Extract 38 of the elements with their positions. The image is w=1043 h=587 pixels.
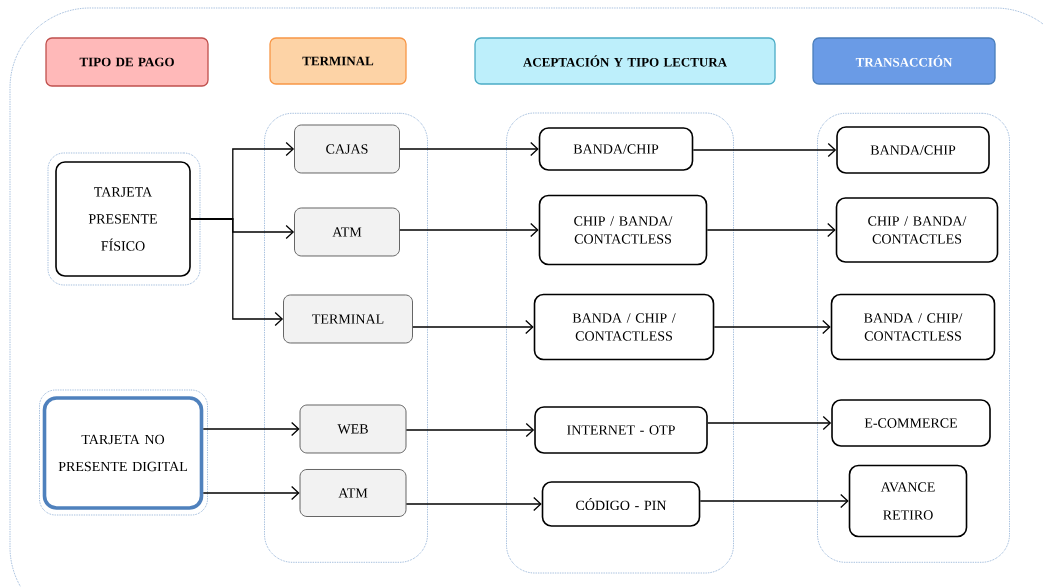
column-frame <box>506 112 734 574</box>
terminal-box: ATM <box>299 469 407 517</box>
arrow <box>399 141 539 157</box>
process-box: BANDA / CHIP/ CONTACTLESS <box>830 293 996 361</box>
arrow <box>405 422 535 438</box>
terminal-box: WEB <box>299 404 407 454</box>
column-frame <box>264 112 428 563</box>
arrow <box>707 415 832 431</box>
arrow <box>706 222 836 238</box>
arrow <box>412 319 534 335</box>
process-box: AVANCE RETIRO <box>848 464 968 538</box>
header-box: TERMINAL <box>269 37 407 85</box>
arrow <box>699 493 849 509</box>
arrow <box>692 142 837 158</box>
terminal-box: TERMINAL <box>283 294 413 344</box>
header-box: ACEPTACIÓN Y TIPO LECTURA <box>474 37 776 85</box>
header-box: TRANSACCIÓN <box>812 37 996 85</box>
process-box: BANDA/CHIP <box>836 126 990 174</box>
terminal-box: CAJAS <box>294 124 400 174</box>
arrow <box>202 485 300 501</box>
arrow <box>202 421 300 437</box>
process-box: TARJETA PRESENTE FÍSICO <box>55 161 191 277</box>
process-box: E-COMMERCE <box>831 399 991 447</box>
process-box: CHIP / BANDA/ CONTACTLES <box>835 197 999 263</box>
process-box: INTERNET - OTP <box>534 406 708 454</box>
column-frame <box>817 112 1010 563</box>
process-box: BANDA/CHIP <box>538 127 694 171</box>
arrow <box>405 496 542 512</box>
process-box: CÓDIGO - PIN <box>541 481 701 527</box>
dotted-frame <box>47 152 201 286</box>
process-box: TARJETA NO PRESENTE DIGITAL <box>42 396 204 510</box>
arrow <box>190 218 284 327</box>
arrow <box>713 319 831 335</box>
process-box: BANDA / CHIP / CONTACTLESS <box>533 293 715 361</box>
process-box: CHIP / BANDA/ CONTACTLESS <box>538 194 708 266</box>
terminal-box: ATM <box>294 207 400 257</box>
header-box: TIPO DE PAGO <box>45 37 209 87</box>
arrow <box>399 222 539 238</box>
